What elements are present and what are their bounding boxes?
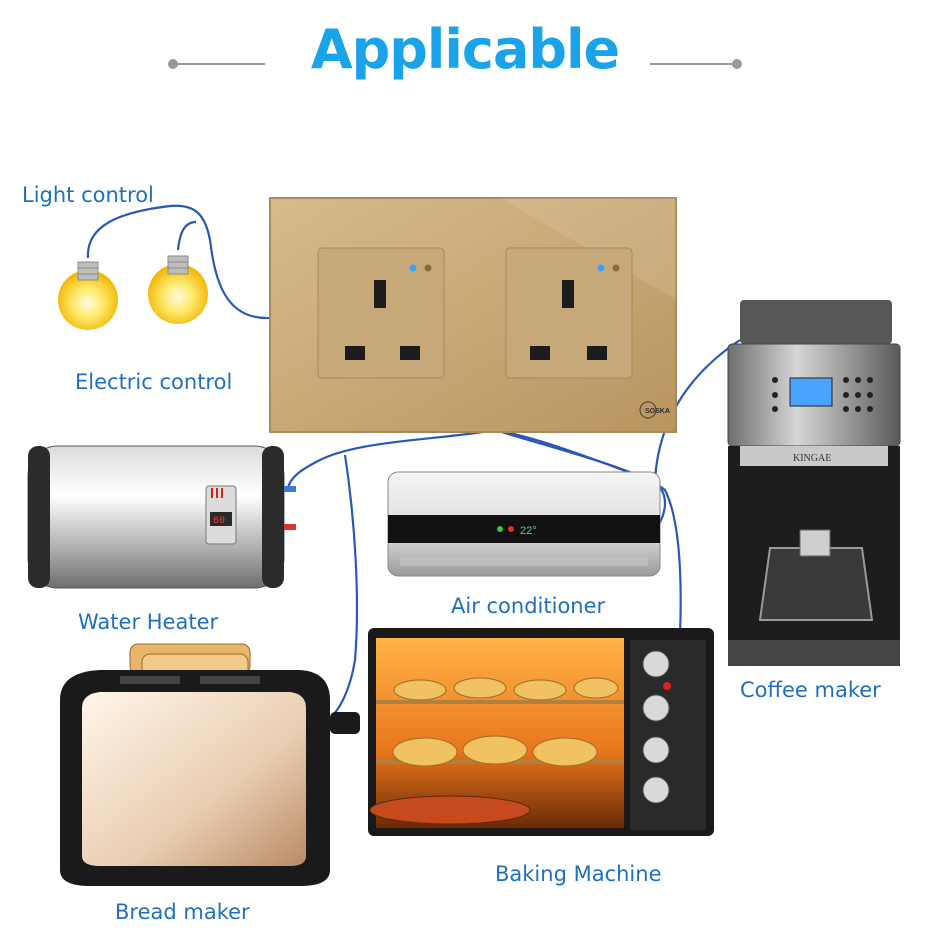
heater-display-readout: 60 (213, 516, 225, 527)
label-light-control: Light control (22, 183, 154, 207)
label-baking-machine: Baking Machine (495, 862, 662, 886)
water-heater-icon: 60 (27, 445, 296, 589)
toaster-icon (60, 643, 360, 886)
title-divider-left (168, 59, 265, 69)
label-air-conditioner: Air conditioner (451, 594, 606, 618)
ac-display-readout: 22° (520, 525, 537, 537)
wall-socket-icon: SOSKA (269, 197, 677, 433)
air-conditioner-icon: 22° (387, 471, 661, 577)
light-bulb-icon (148, 255, 208, 324)
label-bread-maker: Bread maker (115, 900, 250, 924)
label-electric-control: Electric control (75, 370, 233, 394)
page-title: Applicable (310, 18, 620, 81)
light-bulb-icon (58, 261, 118, 330)
socket-brand-logo: SOSKA (645, 408, 670, 415)
coffee-maker-icon: KINGAE (727, 300, 901, 666)
label-water-heater: Water Heater (78, 610, 219, 634)
coffee-brand-logo: KINGAE (793, 453, 831, 464)
label-coffee-maker: Coffee maker (740, 678, 881, 702)
oven-icon (368, 628, 714, 836)
title-divider-right (650, 59, 742, 69)
